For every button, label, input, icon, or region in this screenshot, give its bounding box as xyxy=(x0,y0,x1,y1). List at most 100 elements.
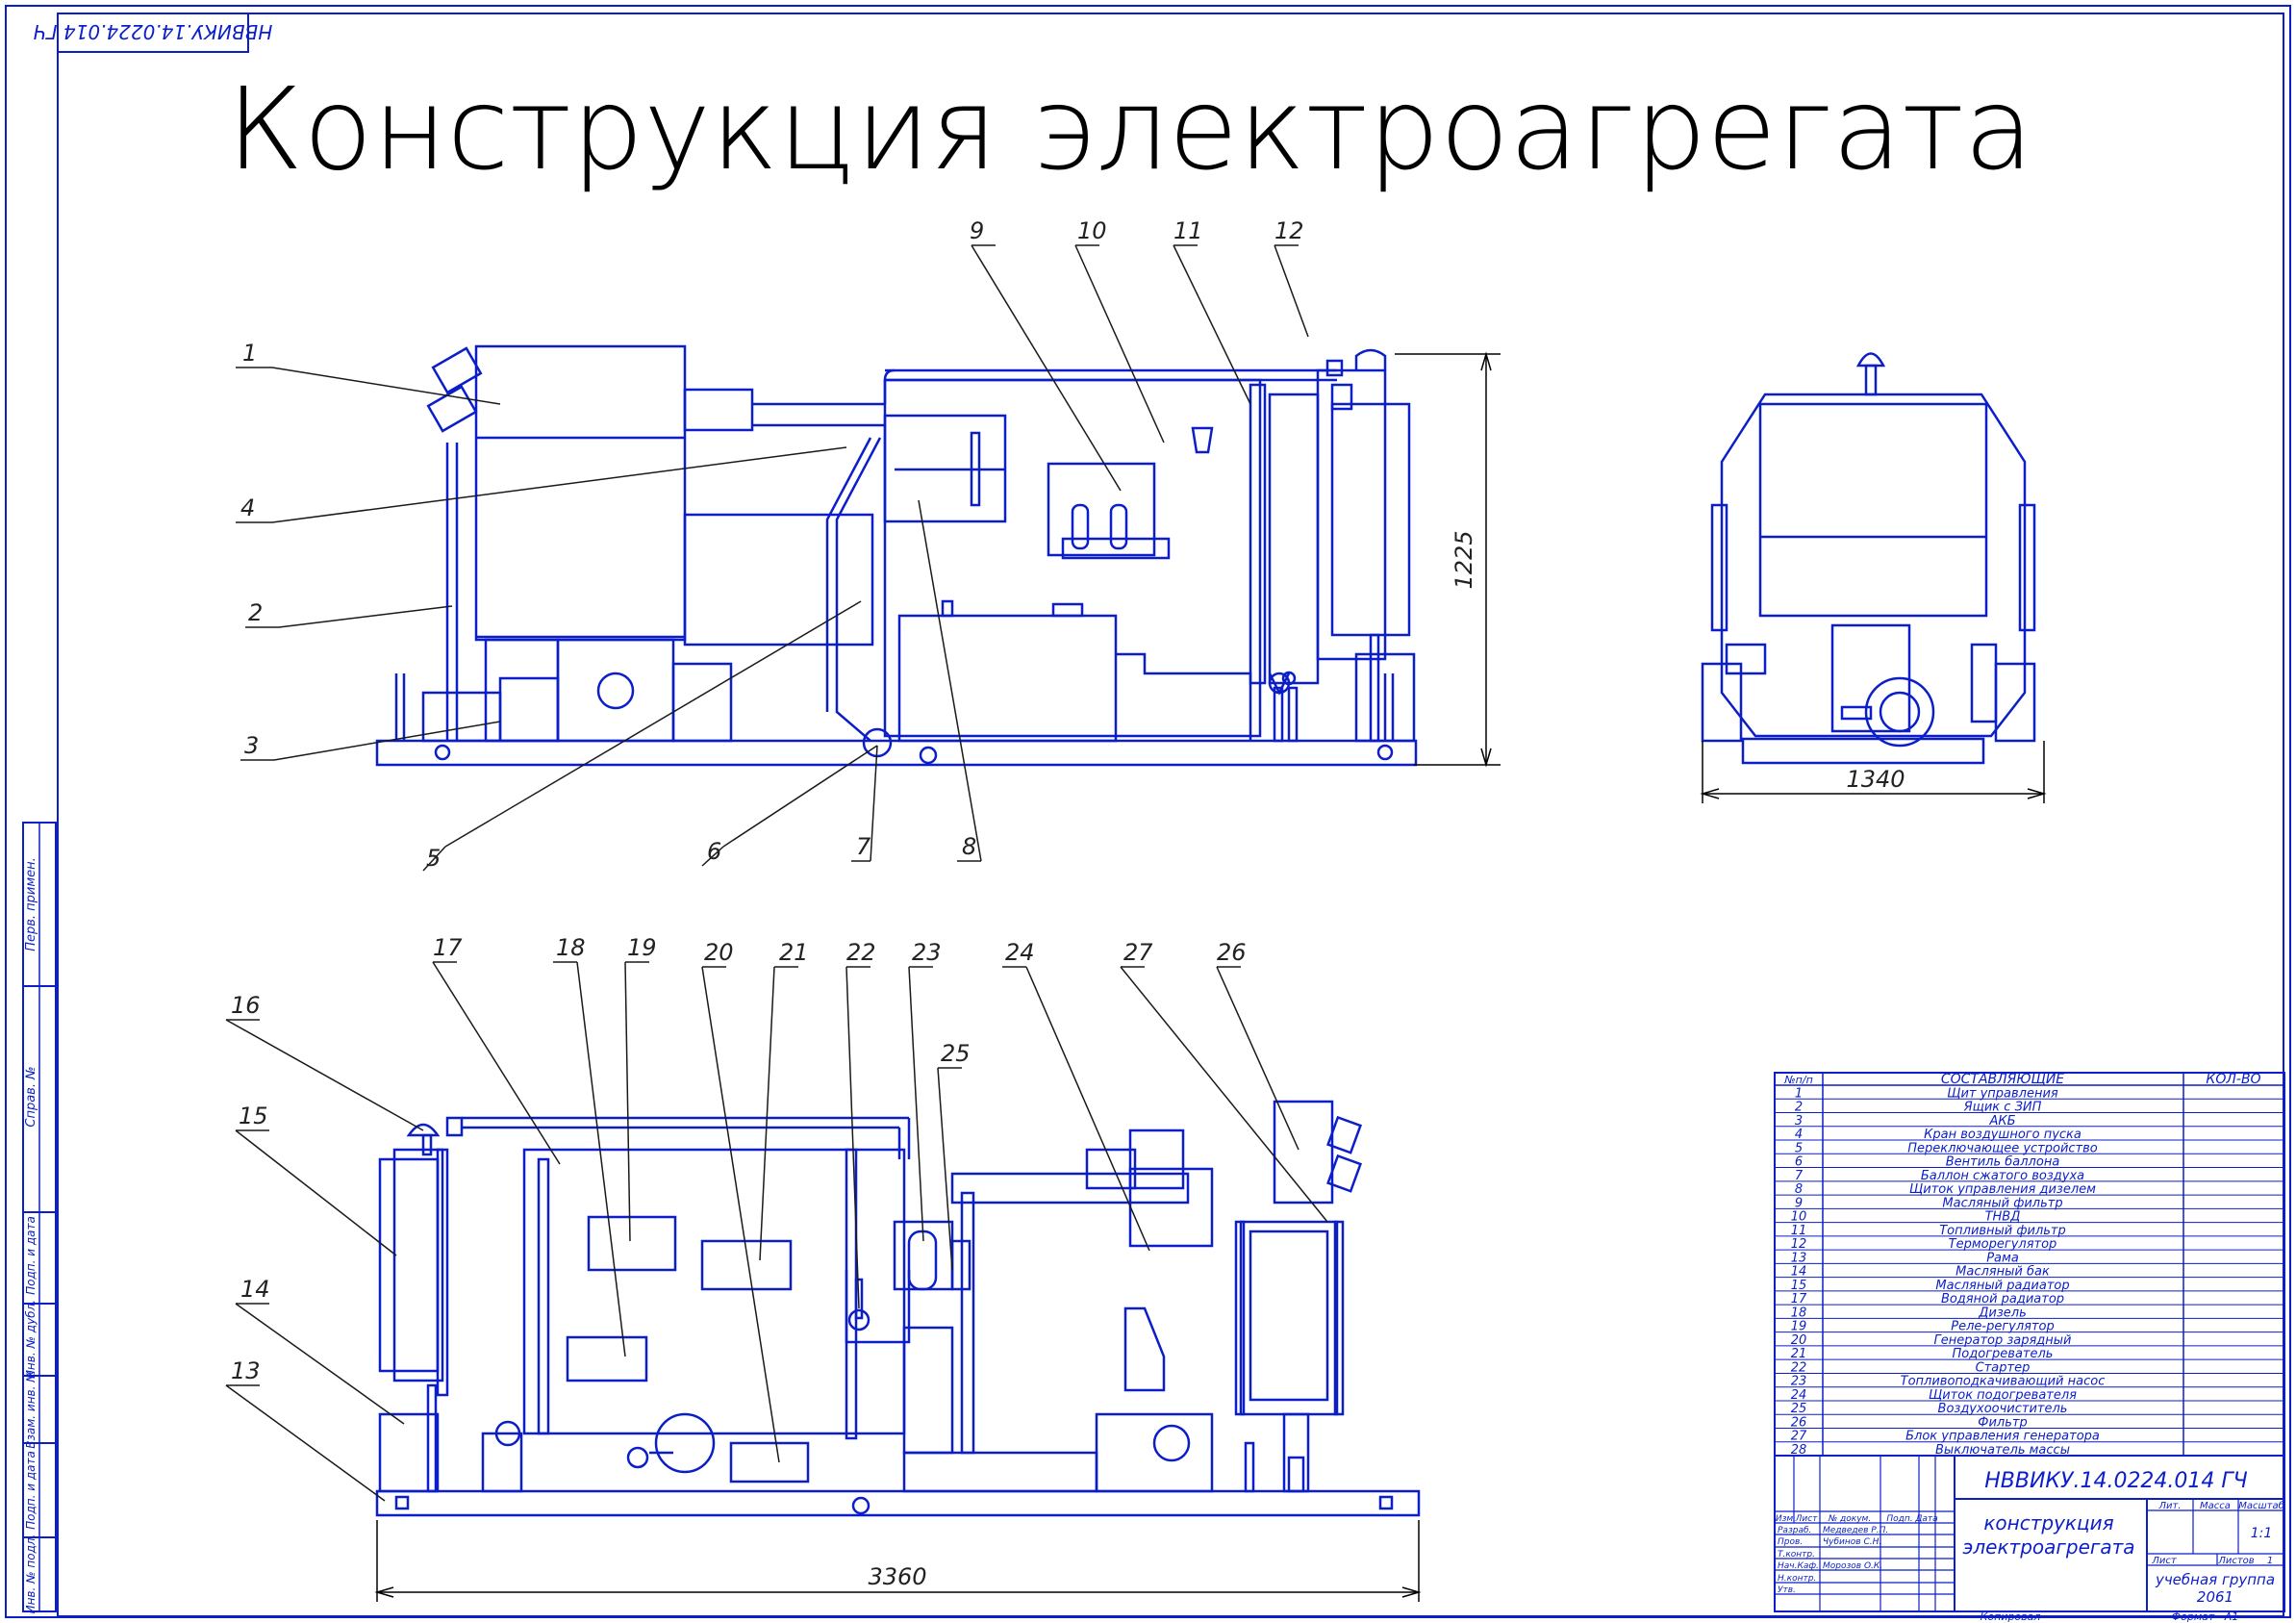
svg-text:Листов: Листов xyxy=(2217,1556,2254,1566)
bom-row-number: 18 xyxy=(1791,1306,1807,1320)
bom-row-name: Дизель xyxy=(1978,1306,2027,1320)
svg-text:2061: 2061 xyxy=(2197,1588,2233,1606)
title-block-roles: Разраб. Медведев Р.П. Пров. Чубинов С.Н. Т.к… xyxy=(1778,1526,1888,1595)
callout-14: 14 xyxy=(240,1276,270,1303)
side-view-drawing xyxy=(375,344,1418,767)
margin-label: Инв. № подл. xyxy=(24,1534,38,1614)
bom-row-number: 5 xyxy=(1795,1141,1803,1155)
bom-header-num: №п/п xyxy=(1783,1074,1813,1086)
bom-row-number: 9 xyxy=(1795,1196,1803,1210)
bom-row-name: Масляный бак xyxy=(1955,1265,2050,1280)
bom-row-name: Топливоподкачивающий насос xyxy=(1901,1375,2106,1389)
title-block-role: Пров. xyxy=(1778,1537,1803,1547)
callout-10: 10 xyxy=(1077,217,1107,244)
plan-view-drawing xyxy=(375,1100,1421,1517)
svg-text:Копировал: Копировал xyxy=(1981,1610,2041,1623)
bom-row-name: Масляный радиатор xyxy=(1935,1279,2069,1293)
margin-label: Подп. и дата xyxy=(24,1216,38,1295)
svg-text:Лист: Лист xyxy=(1795,1514,1819,1524)
bom-row-number: 28 xyxy=(1791,1443,1807,1458)
callout-6: 6 xyxy=(707,838,721,865)
margin-label: Подп. и дата xyxy=(24,1451,38,1530)
bom-row-name: АКБ xyxy=(1988,1114,2015,1128)
callout-1: 1 xyxy=(242,340,257,367)
bom-row-name: Щиток подогревателя xyxy=(1929,1388,2077,1403)
bom-row-number: 3 xyxy=(1795,1114,1803,1128)
title-block-text: НВВИКУ.14.0224.014 ГЧ конструкция электр… xyxy=(1776,1469,2284,1623)
callout-9: 9 xyxy=(970,217,984,244)
svg-text:Лит.: Лит. xyxy=(2157,1501,2181,1511)
bom-row-number: 19 xyxy=(1791,1320,1807,1334)
callout-27: 27 xyxy=(1123,939,1153,966)
bom-row-name: Воздухоочиститель xyxy=(1938,1402,2068,1416)
title-block-role: Разраб. xyxy=(1778,1526,1811,1535)
callout-8: 8 xyxy=(962,833,976,860)
bom-row-number: 27 xyxy=(1791,1430,1807,1444)
bom-row-number: 22 xyxy=(1791,1360,1807,1375)
bom-row-name: Рама xyxy=(1986,1251,2019,1265)
bom-row-name: Щиток управления дизелем xyxy=(1909,1182,2096,1197)
bom-row-name: Топливный фильтр xyxy=(1939,1224,2066,1238)
bom-row-name: Кран воздушного пуска xyxy=(1924,1128,2082,1142)
bom-row-number: 1 xyxy=(1795,1086,1803,1101)
bom-row-name: Водяной радиатор xyxy=(1941,1292,2064,1306)
bom-row-number: 26 xyxy=(1791,1415,1807,1430)
svg-text:№ докум.: № докум. xyxy=(1828,1514,1871,1524)
bom-row-number: 15 xyxy=(1791,1279,1807,1293)
callout-2: 2 xyxy=(248,599,263,626)
bom-row-number: 21 xyxy=(1791,1347,1807,1361)
svg-text:учебная группа: учебная группа xyxy=(2155,1571,2275,1588)
bom-row-number: 8 xyxy=(1795,1182,1803,1197)
plan-view-leaders xyxy=(225,961,1328,1502)
title-block-role: Н.контр. xyxy=(1778,1574,1816,1584)
bom-row-name: Щит управления xyxy=(1947,1086,2058,1101)
bom-row-number: 4 xyxy=(1795,1128,1803,1142)
title-block-person: Морозов О.К. xyxy=(1823,1561,1882,1571)
bom-row-name: Фильтр xyxy=(1978,1415,2027,1430)
bom-row-number: 10 xyxy=(1791,1210,1807,1225)
drawing-code: НВВИКУ.14.0224.014 ГЧ xyxy=(1984,1469,2248,1493)
dimension-end-width-label: 1340 xyxy=(1846,766,1905,793)
callout-21: 21 xyxy=(779,939,809,966)
bom-row-number: 25 xyxy=(1791,1402,1807,1416)
callout-20: 20 xyxy=(704,939,734,966)
callout-23: 23 xyxy=(912,939,942,966)
bom-row-number: 13 xyxy=(1791,1251,1807,1265)
drawing-title: Конструкция электроагрегата xyxy=(227,63,2034,195)
title-block-person: Медведев Р.П. xyxy=(1823,1526,1888,1535)
svg-text:Формат: Формат xyxy=(2172,1610,2215,1623)
callout-26: 26 xyxy=(1217,939,1247,966)
drawing-name-line1: конструкция xyxy=(1983,1511,2113,1534)
dimension-height-label: 1225 xyxy=(1451,530,1477,589)
bom-row-number: 23 xyxy=(1791,1375,1807,1389)
control-cabinet xyxy=(474,344,687,642)
drawing-name-line2: электроагрегата xyxy=(1962,1535,2134,1559)
bom-row-name: Переключающее устройство xyxy=(1907,1141,2098,1155)
callout-3: 3 xyxy=(244,732,259,759)
bom-row-name: Ящик с ЗИП xyxy=(1963,1101,2042,1115)
title-block xyxy=(1774,1455,2285,1612)
title-block-role: Утв. xyxy=(1778,1585,1796,1595)
margin-label: Перв. примен. xyxy=(24,857,38,951)
bom-row-name: Баллон сжатого воздуха xyxy=(1921,1169,2084,1183)
end-view-width-dimension xyxy=(1700,741,2047,803)
title-block-role: Т.контр. xyxy=(1778,1550,1815,1560)
callout-19: 19 xyxy=(627,934,657,961)
callout-11: 11 xyxy=(1173,217,1203,244)
bom-row-number: 14 xyxy=(1791,1265,1807,1280)
svg-text:Изм: Изм xyxy=(1776,1514,1794,1524)
callout-24: 24 xyxy=(1005,939,1035,966)
svg-text:Дата: Дата xyxy=(1914,1514,1937,1524)
bom-header-name: СОСТАВЛЯЮЩИЕ xyxy=(1941,1072,2064,1087)
title-block-person: Чубинов С.Н. xyxy=(1823,1537,1881,1547)
bom-row-name: Терморегулятор xyxy=(1949,1237,2057,1252)
callout-7: 7 xyxy=(856,833,871,860)
end-view-drawing xyxy=(1701,352,2036,765)
bom-row-name: Вентиль баллона xyxy=(1946,1155,2060,1170)
margin-label: Взам. инв. № xyxy=(24,1370,38,1448)
base-frame xyxy=(375,739,1418,767)
bom-row-number: 17 xyxy=(1791,1292,1807,1306)
